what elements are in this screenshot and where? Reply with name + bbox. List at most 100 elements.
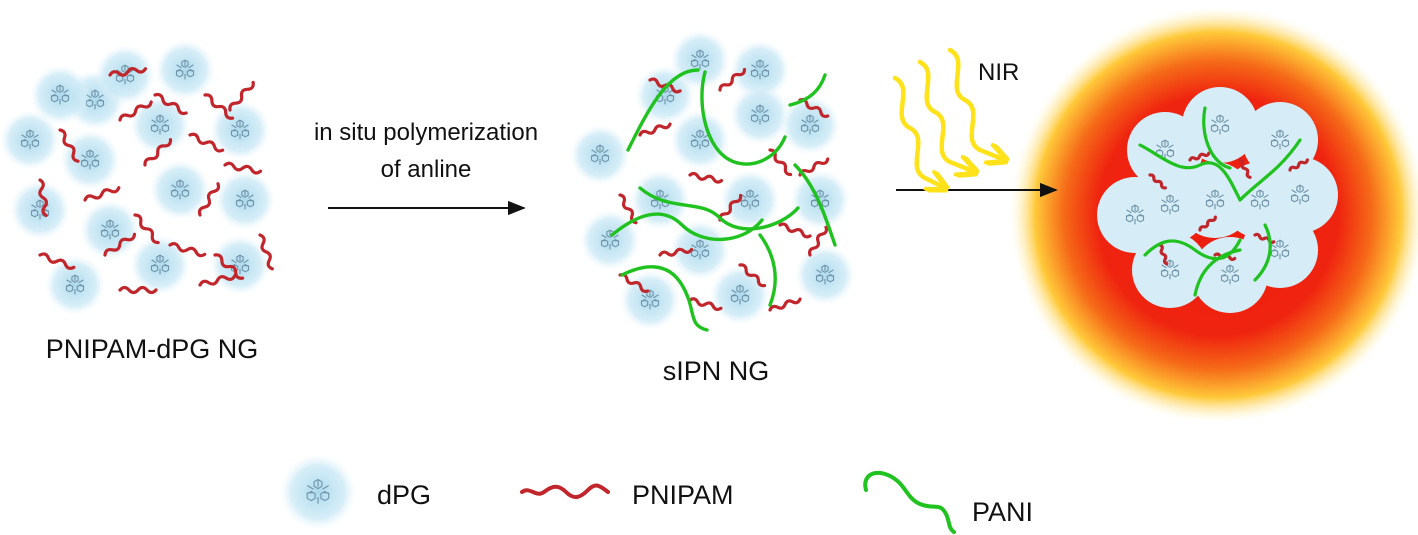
dpg-unit bbox=[720, 170, 780, 230]
pnipam-chain bbox=[153, 92, 188, 116]
pnipam-chain bbox=[798, 157, 830, 177]
dpg-unit bbox=[10, 180, 70, 240]
pnipam-chain bbox=[38, 252, 76, 270]
pnipam-chain bbox=[198, 274, 237, 287]
pnipam-dpg-nanogel bbox=[0, 40, 275, 315]
legend-label-pnipam: PNIPAM bbox=[632, 480, 734, 510]
pani-chain-icon bbox=[863, 470, 956, 534]
pnipam-chains bbox=[38, 66, 274, 295]
pnipam-chain bbox=[188, 132, 225, 153]
pnipam-chain bbox=[58, 128, 80, 163]
dpg-icon bbox=[280, 454, 356, 530]
pnipam-chain bbox=[768, 148, 793, 177]
pnipam-chain bbox=[83, 186, 121, 202]
pnipam-chain bbox=[618, 272, 650, 294]
pani-chain bbox=[788, 73, 827, 107]
dpg-unit bbox=[1210, 114, 1230, 135]
pnipam-chain bbox=[258, 233, 274, 271]
arrow-label-line2: of anline bbox=[381, 156, 472, 183]
dpg-units bbox=[1125, 114, 1310, 285]
legend: dPG PNIPAM PANI bbox=[280, 454, 1033, 534]
legend-label-dpg: dPG bbox=[377, 480, 431, 510]
pnipam-chain-icon bbox=[520, 483, 610, 499]
pnipam-chain bbox=[658, 247, 694, 257]
dpg-unit bbox=[570, 125, 630, 185]
pnipam-chain bbox=[778, 222, 812, 239]
collapsed-dpg-cluster bbox=[1097, 87, 1338, 313]
pnipam-chain bbox=[38, 178, 49, 218]
dpg-unit bbox=[150, 160, 210, 220]
pani-chain bbox=[758, 233, 777, 307]
dpg-unit bbox=[130, 95, 190, 155]
pnipam-chain bbox=[1288, 158, 1309, 172]
pnipam-chain bbox=[118, 285, 158, 295]
pnipam-chain bbox=[618, 193, 638, 225]
pnipam-chain bbox=[1148, 173, 1167, 190]
dpg-unit bbox=[730, 40, 790, 100]
pnipam-chain bbox=[197, 182, 221, 217]
pani-chain bbox=[626, 68, 700, 152]
pnipam-chain bbox=[168, 242, 207, 258]
pnipam-chain bbox=[228, 80, 255, 112]
dpg-unit bbox=[60, 130, 120, 190]
pnipam-chain bbox=[143, 137, 173, 167]
pani-chains bbox=[610, 68, 837, 332]
dpg-unit bbox=[215, 170, 275, 230]
pani-chain bbox=[638, 186, 800, 231]
dpg-unit bbox=[710, 265, 770, 325]
dpg-unit bbox=[670, 110, 730, 170]
pani-chain bbox=[1193, 248, 1242, 297]
dpg-unit bbox=[730, 85, 790, 145]
pani-chain bbox=[793, 163, 837, 247]
dpg-unit bbox=[1290, 184, 1310, 205]
pani-chain bbox=[700, 70, 787, 166]
legend-label-pani: PANI bbox=[972, 497, 1033, 527]
dpg-unit bbox=[155, 40, 215, 100]
pani-chain bbox=[1238, 138, 1302, 202]
nir-wave bbox=[917, 59, 975, 172]
dpg-unit bbox=[80, 200, 140, 260]
dpg-unit bbox=[620, 270, 680, 330]
dpg-unit bbox=[1160, 259, 1180, 280]
dpg-unit bbox=[1270, 239, 1290, 260]
pnipam-chain bbox=[1238, 158, 1252, 179]
pani-chain bbox=[610, 212, 764, 242]
nir-waves-icon bbox=[892, 47, 1005, 188]
dpg-unit bbox=[30, 65, 90, 125]
pnipam-chain bbox=[718, 193, 743, 222]
pani-chain bbox=[620, 265, 709, 332]
pnipam-chain bbox=[1188, 151, 1211, 162]
dpg-unit bbox=[1205, 189, 1225, 210]
dpg-unit bbox=[1125, 204, 1145, 225]
pnipam-chain bbox=[688, 297, 723, 312]
pnipam-chain bbox=[133, 213, 160, 245]
pani-chain bbox=[1202, 106, 1232, 170]
dpg-unit bbox=[280, 454, 356, 530]
pnipam-chain bbox=[203, 93, 235, 120]
dpg-unit bbox=[780, 95, 840, 155]
dpg-unit bbox=[130, 235, 190, 295]
pnipam-chain bbox=[798, 97, 830, 119]
pnipam-chain bbox=[1198, 215, 1217, 232]
dpg-units bbox=[0, 40, 275, 315]
pnipam-chain bbox=[103, 232, 137, 257]
pnipam-chain bbox=[768, 297, 802, 312]
nanogel-label: PNIPAM-dPG NG bbox=[46, 334, 259, 364]
dpg-unit bbox=[1270, 129, 1290, 150]
dpg-unit bbox=[1250, 189, 1270, 210]
heated-nanogel bbox=[1010, 7, 1418, 423]
pnipam-chain bbox=[638, 122, 672, 137]
pani-chain bbox=[1138, 143, 1242, 202]
dpg-blob bbox=[1222, 162, 1298, 238]
arrow-label-line1: in situ polymerization bbox=[314, 119, 538, 146]
dpg-unit bbox=[1220, 264, 1240, 285]
pnipam-chain bbox=[118, 100, 153, 122]
dpg-blob bbox=[1192, 237, 1268, 313]
nir-wave bbox=[947, 47, 1005, 160]
pnipam-chain bbox=[223, 161, 263, 175]
dpg-unit bbox=[1155, 139, 1175, 160]
pnipam-chain bbox=[213, 253, 245, 280]
pnipam-chain bbox=[738, 263, 767, 288]
pani-chain bbox=[1253, 223, 1272, 282]
